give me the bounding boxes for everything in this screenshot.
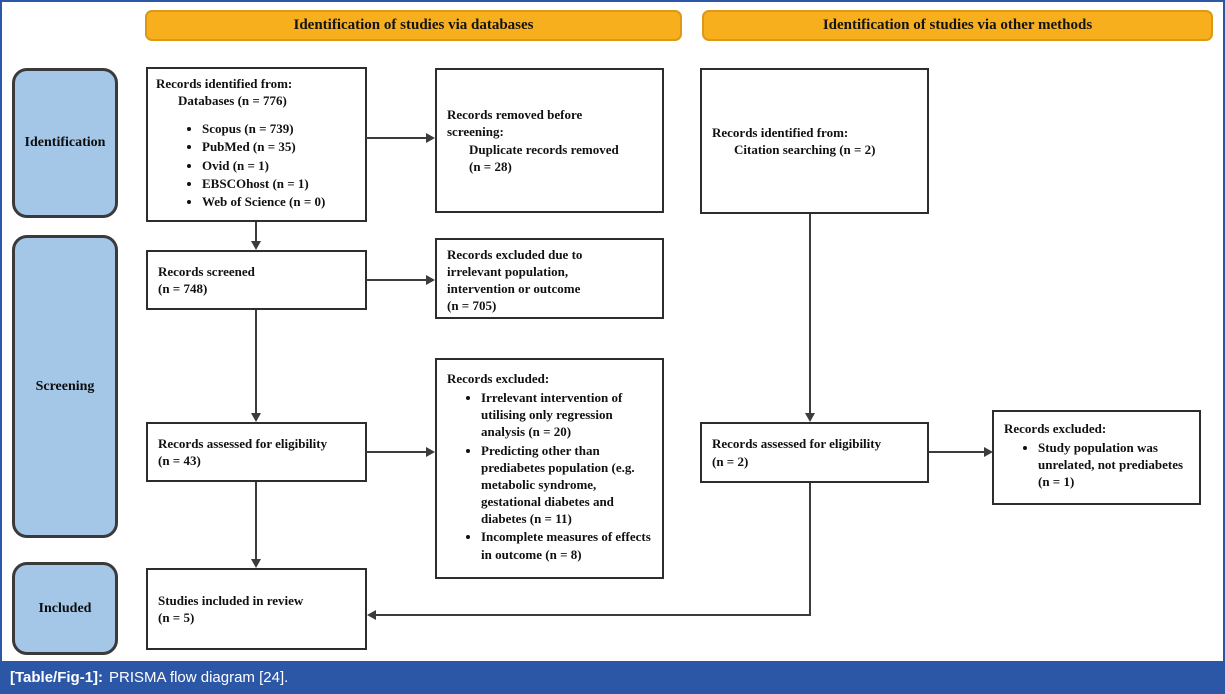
records-excluded-irrelevant-text: Records excluded due to irrelevant popul… <box>447 247 583 314</box>
records-excluded-reasons-title: Records excluded: <box>447 371 550 386</box>
arrow-assessed-other-to-included-vertical <box>809 483 811 616</box>
arrowhead-assessed-to-included <box>251 559 261 568</box>
box-records-identified-databases: Records identified from: Databases (n = … <box>146 67 367 222</box>
database-source-list: Scopus (n = 739) PubMed (n = 35) Ovid (n… <box>156 120 357 210</box>
arrowhead-other-to-included <box>367 610 376 620</box>
box-records-assessed-eligibility-other: Records assessed for eligibility (n = 2) <box>700 422 929 483</box>
excluded-population-reason: Study population was unrelated, not pred… <box>1038 439 1191 490</box>
arrow-assessed-other-to-included-horizontal <box>375 614 811 616</box>
exclusion-reason-incomplete: Incomplete measures of effects in outcom… <box>481 528 652 562</box>
arrow-screened-to-assessed <box>255 310 257 414</box>
excluded-population-list: Study population was unrelated, not pred… <box>1004 439 1193 490</box>
records-assessed-other-text: Records assessed for eligibility (n = 2) <box>712 436 882 469</box>
caption-text: PRISMA flow diagram [24]. <box>109 669 289 686</box>
arrowhead-identified-to-removed <box>426 133 435 143</box>
exclusion-reason-population: Predicting other than prediabetes popula… <box>481 442 652 528</box>
source-pubmed: PubMed (n = 35) <box>202 138 355 155</box>
figure-caption: [Table/Fig-1]: PRISMA flow diagram [24]. <box>0 661 1225 694</box>
records-removed-text: Records removed before screening: <box>447 107 583 140</box>
box-records-excluded-irrelevant: Records excluded due to irrelevant popul… <box>435 238 664 319</box>
stage-included: Included <box>12 562 118 655</box>
box-records-excluded-population: Records excluded: Study population was u… <box>992 410 1201 505</box>
header-other-methods: Identification of studies via other meth… <box>702 10 1213 41</box>
studies-included-text: Studies included in review (n = 5) <box>158 592 304 625</box>
source-ebscohost: EBSCOhost (n = 1) <box>202 175 355 192</box>
records-identified-line2: Databases (n = 776) <box>178 93 287 109</box>
arrowhead-screened-to-assessed <box>251 413 261 422</box>
header-databases: Identification of studies via databases <box>145 10 682 41</box>
arrow-assessed-other-to-excluded <box>929 451 984 453</box>
citation-line2: Citation searching (n = 2) <box>734 142 876 157</box>
arrow-assessed-to-included <box>255 482 257 560</box>
stage-included-label: Included <box>38 600 92 616</box>
records-excluded-population-title: Records excluded: <box>1004 421 1107 436</box>
box-records-assessed-eligibility-databases: Records assessed for eligibility (n = 43… <box>146 422 367 482</box>
arrow-assessed-to-excluded-reasons <box>366 451 426 453</box>
arrowhead-screened-to-excluded <box>426 275 435 285</box>
source-scopus: Scopus (n = 739) <box>202 120 355 137</box>
box-records-screened: Records screened (n = 748) <box>146 250 367 310</box>
header-databases-label: Identification of studies via databases <box>293 17 534 33</box>
duplicate-records-text: Duplicate records removed (n = 28) <box>469 141 619 174</box>
arrowhead-identified-to-screened <box>251 241 261 250</box>
caption-tag: [Table/Fig-1]: <box>10 669 104 686</box>
arrowhead-citation-to-assessed <box>805 413 815 422</box>
box-records-identified-citation: Records identified from: Citation search… <box>700 68 929 214</box>
source-web-of-science: Web of Science (n = 0) <box>202 193 355 210</box>
arrow-screened-to-excluded <box>366 279 426 281</box>
records-assessed-databases-text: Records assessed for eligibility (n = 43… <box>158 435 328 468</box>
records-screened-text: Records screened (n = 748) <box>158 263 255 296</box>
stage-screening-label: Screening <box>35 378 95 394</box>
citation-line1: Records identified from: <box>712 124 849 140</box>
box-studies-included: Studies included in review (n = 5) <box>146 568 367 650</box>
arrow-citation-to-assessed <box>809 214 811 414</box>
arrowhead-assessed-to-excluded-reasons <box>426 447 435 457</box>
arrowhead-assessed-other-to-excluded <box>984 447 993 457</box>
records-identified-line1: Records identified from: <box>156 76 293 91</box>
exclusion-reason-list: Irrelevant intervention of utilising onl… <box>447 389 654 563</box>
stage-identification: Identification <box>12 68 118 218</box>
stage-screening: Screening <box>12 235 118 538</box>
arrow-identified-to-screened <box>255 222 257 242</box>
stage-identification-label: Identification <box>24 135 106 150</box>
source-ovid: Ovid (n = 1) <box>202 157 355 174</box>
box-records-excluded-reasons: Records excluded: Irrelevant interventio… <box>435 358 664 579</box>
exclusion-reason-regression: Irrelevant intervention of utilising onl… <box>481 389 652 440</box>
box-records-removed-before-screening: Records removed before screening: Duplic… <box>435 68 664 213</box>
header-other-methods-label: Identification of studies via other meth… <box>822 17 1093 33</box>
arrow-identified-to-removed <box>366 137 426 139</box>
